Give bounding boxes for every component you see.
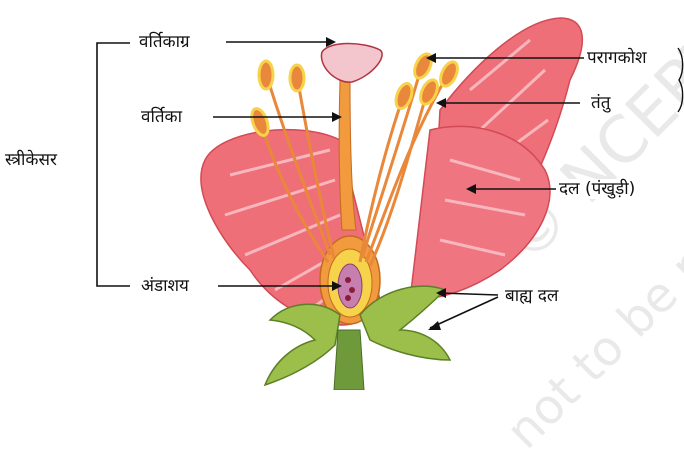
label-stigma: वर्तिकाग्र bbox=[136, 32, 193, 52]
petal-middle-right bbox=[410, 126, 550, 300]
anther bbox=[393, 81, 415, 110]
anthers-left bbox=[249, 61, 304, 138]
label-pistil: स्त्रीकेसर bbox=[2, 150, 60, 170]
flower-diagram: © NCERT not to be republished bbox=[0, 0, 684, 390]
anther bbox=[437, 59, 461, 88]
sepal-left bbox=[265, 304, 340, 385]
anther bbox=[290, 65, 304, 91]
sepal-leader-2 bbox=[430, 297, 498, 328]
arrowhead bbox=[436, 98, 446, 108]
anther-brace bbox=[678, 48, 683, 112]
style-stalk bbox=[339, 80, 356, 230]
label-filament: तंतु bbox=[588, 93, 613, 113]
stigma-shape bbox=[321, 44, 382, 83]
pistil-bracket bbox=[97, 43, 130, 286]
label-ovary: अंडाशय bbox=[138, 276, 192, 296]
ovule bbox=[345, 277, 351, 283]
stem bbox=[334, 330, 364, 390]
label-sepal: बाह्य दल bbox=[502, 286, 561, 306]
label-petal: दल (पंखुड़ी) bbox=[556, 179, 638, 199]
label-style: वर्तिका bbox=[138, 107, 185, 127]
ovule bbox=[349, 287, 355, 293]
arrowhead bbox=[428, 321, 441, 330]
label-anther: परागकोश bbox=[584, 48, 650, 68]
anther bbox=[259, 61, 273, 89]
anther bbox=[417, 77, 441, 106]
ovule bbox=[345, 295, 351, 301]
